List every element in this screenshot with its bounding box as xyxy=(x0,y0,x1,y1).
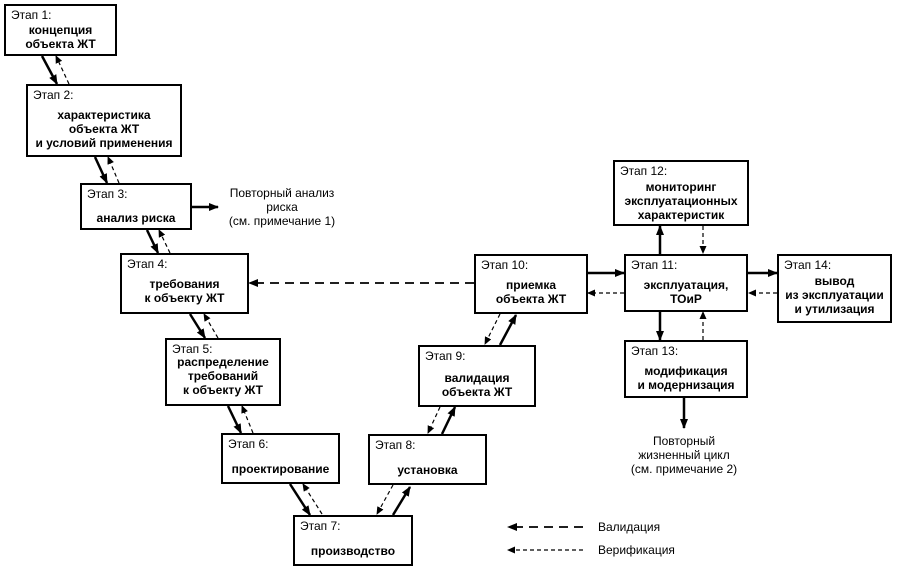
stage-9-box: Этап 9: валидация объекта ЖТ xyxy=(418,345,536,407)
stage-4-box: Этап 4: требования к объекту ЖТ xyxy=(120,253,249,314)
stage-3-label: Этап 3: xyxy=(87,187,128,201)
stage-10-box: Этап 10: приемка объекта ЖТ xyxy=(474,254,588,314)
verify-8-7 xyxy=(376,484,394,515)
stage-14-label: Этап 14: xyxy=(784,258,832,272)
stage-9-label: Этап 9: xyxy=(425,349,466,363)
stage-10-label: Этап 10: xyxy=(481,258,529,272)
arrow-7-8 xyxy=(391,486,412,516)
stage-3-text: анализ риска xyxy=(96,211,176,225)
stage-7-label: Этап 7: xyxy=(300,519,341,533)
stage-7-text: производство xyxy=(310,544,396,558)
stage-5-text: распределение требований к объекту ЖТ xyxy=(177,355,269,397)
arrow-8-9 xyxy=(440,406,457,435)
legend-verification-label: Верификация xyxy=(598,543,675,557)
repeat-cycle-note: Повторный жизненный цикл (см. примечание… xyxy=(630,434,738,476)
stage-11-box: Этап 11: эксплуатация, ТОиР xyxy=(624,254,748,312)
stage-13-text: модификация и модернизация xyxy=(637,364,735,392)
arrow-5-6 xyxy=(226,405,243,434)
verify-7-6 xyxy=(302,483,323,515)
stage-12-text: мониторинг эксплуатационных характеристи… xyxy=(624,180,738,222)
arrow-1-2 xyxy=(40,55,59,85)
verify-10-9 xyxy=(484,313,501,345)
verify-2-1 xyxy=(55,55,70,85)
arrow-6-7 xyxy=(288,483,312,516)
verify-4-3 xyxy=(158,229,171,254)
stage-11-text: эксплуатация, ТОиР xyxy=(643,278,729,306)
stage-11-label: Этап 11: xyxy=(631,258,678,272)
stage-1-text: концепция объекта ЖТ xyxy=(25,23,96,51)
stage-2-label: Этап 2: xyxy=(33,88,74,102)
stage-2-text: характеристика объекта ЖТ и условий прим… xyxy=(35,108,173,150)
legend-validation-label: Валидация xyxy=(598,520,661,534)
stage-2-box: Этап 2: характеристика объекта ЖТ и усло… xyxy=(26,84,182,157)
verify-5-4 xyxy=(203,313,219,339)
stage-12-label: Этап 12: xyxy=(620,164,668,178)
stage-1-box: Этап 1: концепция объекта ЖТ xyxy=(4,4,117,56)
stage-13-box: Этап 13: модификация и модернизация xyxy=(624,340,748,398)
arrow-2-3 xyxy=(93,156,109,184)
stage-4-label: Этап 4: xyxy=(127,257,168,271)
stage-9-text: валидация объекта ЖТ xyxy=(441,371,513,399)
stage-8-label: Этап 8: xyxy=(375,438,416,452)
verify-9-8 xyxy=(427,406,441,434)
stage-6-box: Этап 6: проектирование xyxy=(221,433,340,484)
stage-4-text: требования к объекту ЖТ xyxy=(144,277,225,305)
arrow-9-10 xyxy=(498,314,518,346)
arrow-4-5 xyxy=(188,313,207,339)
stage-5-box: Этап 5: распределение требований к объек… xyxy=(165,338,281,406)
verify-6-5 xyxy=(241,405,254,434)
stage-6-label: Этап 6: xyxy=(228,437,269,451)
verify-3-2 xyxy=(107,156,120,184)
stage-1-label: Этап 1: xyxy=(11,8,52,22)
stage-3-box: Этап 3: анализ риска xyxy=(80,183,192,230)
stage-13-label: Этап 13: xyxy=(631,344,679,358)
stage-8-box: Этап 8: установка xyxy=(368,434,487,485)
stage-14-text: вывод из эксплуатации и утилизация xyxy=(785,274,884,316)
risk-reanalysis-note: Повторный анализ риска (см. примечание 1… xyxy=(228,186,336,228)
arrow-3-4 xyxy=(145,229,160,254)
stage-7-box: Этап 7: производство xyxy=(293,515,413,566)
stage-6-text: проектирование xyxy=(231,462,330,476)
stage-10-text: приемка объекта ЖТ xyxy=(495,278,567,306)
stage-8-text: установка xyxy=(397,463,458,477)
stage-12-box: Этап 12: мониторинг эксплуатационных хар… xyxy=(613,160,749,226)
stage-14-box: Этап 14: вывод из эксплуатации и утилиза… xyxy=(777,254,892,323)
stage-5-label: Этап 5: xyxy=(172,342,213,356)
